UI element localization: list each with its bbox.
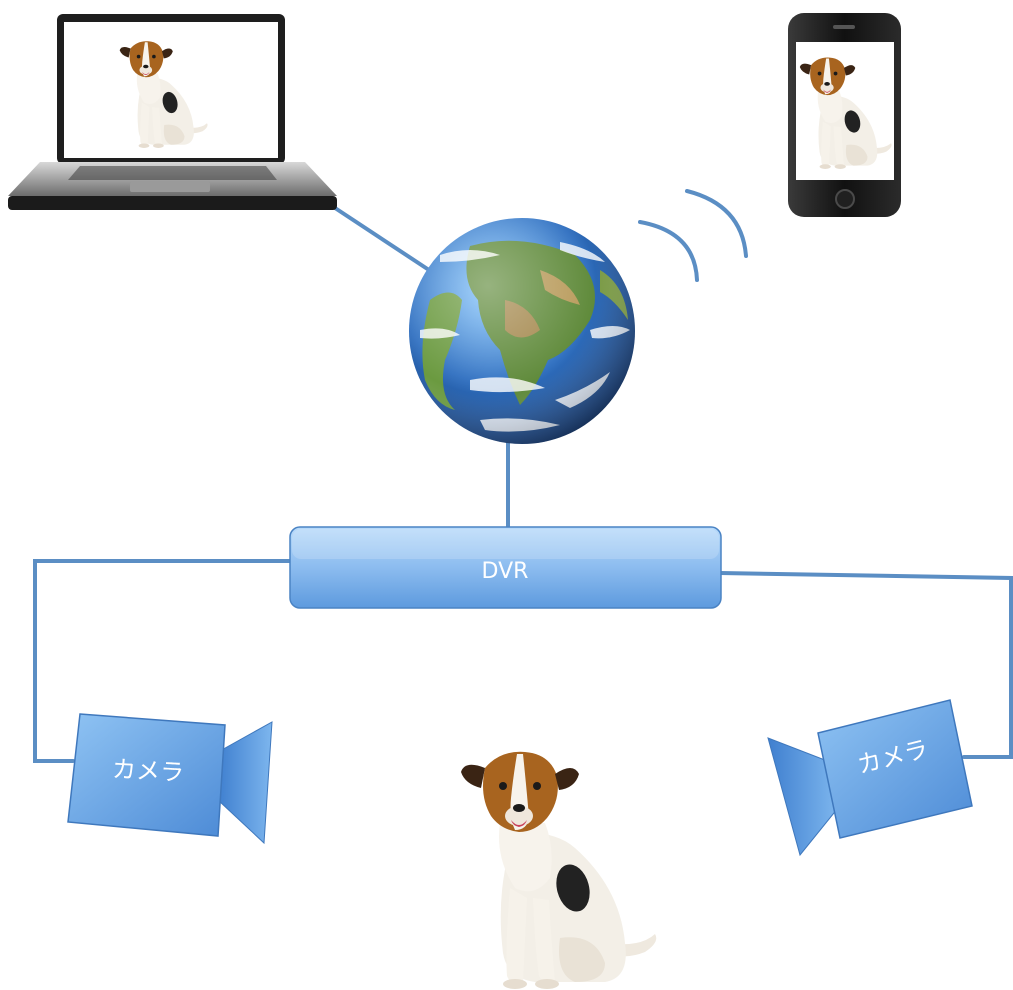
dvr-to-right-camera-line [718,571,1013,759]
camera-right: カメラ [767,699,973,857]
camera-left: カメラ [67,713,273,845]
camera-right-body [817,699,973,839]
dog-photo [461,751,657,989]
dvr-label: DVR [482,559,529,584]
laptop-icon [8,14,337,210]
dvr-box: DVR [289,526,722,609]
wireless-signal-icon [638,189,748,282]
smartphone-icon [788,13,901,217]
connector-lines [33,204,1013,763]
camera-left-body [67,713,226,837]
camera-left-label: カメラ [111,755,184,787]
globe-icon [409,218,635,444]
laptop-to-globe-line [330,204,434,274]
camera-left-lens [217,721,273,845]
dvr-to-left-camera-line [33,559,292,763]
